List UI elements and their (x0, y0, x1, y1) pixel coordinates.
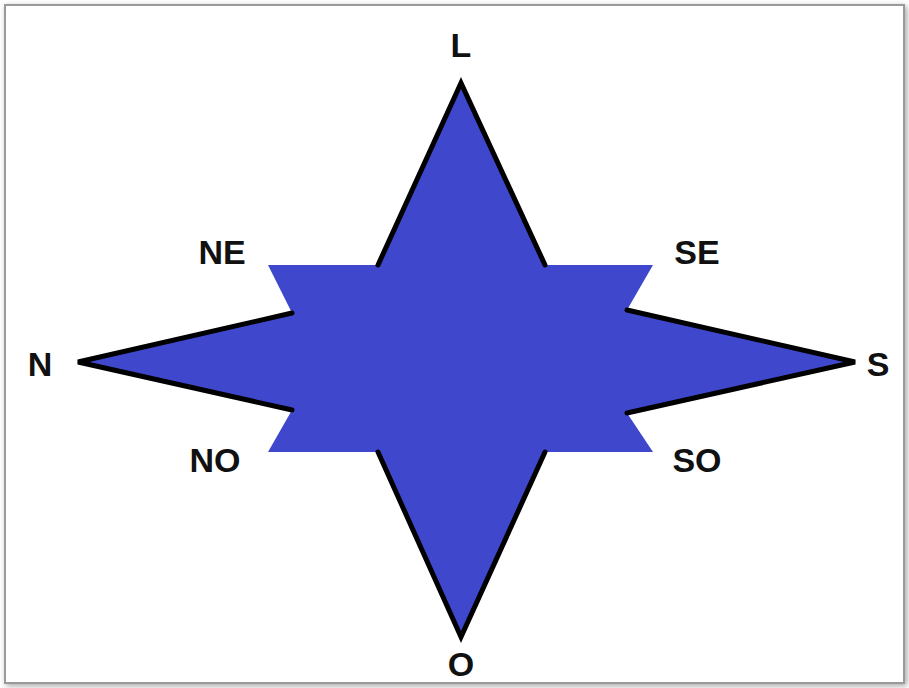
direction-label: L (451, 28, 472, 62)
direction-label: SE (674, 235, 719, 269)
direction-label: N (28, 347, 53, 381)
direction-label: NE (198, 235, 245, 269)
star-outline (78, 83, 855, 637)
direction-label: S (867, 347, 890, 381)
compass-star (78, 83, 855, 637)
direction-label: O (448, 647, 474, 681)
direction-label: NO (190, 443, 241, 477)
direction-label: SO (672, 443, 721, 477)
